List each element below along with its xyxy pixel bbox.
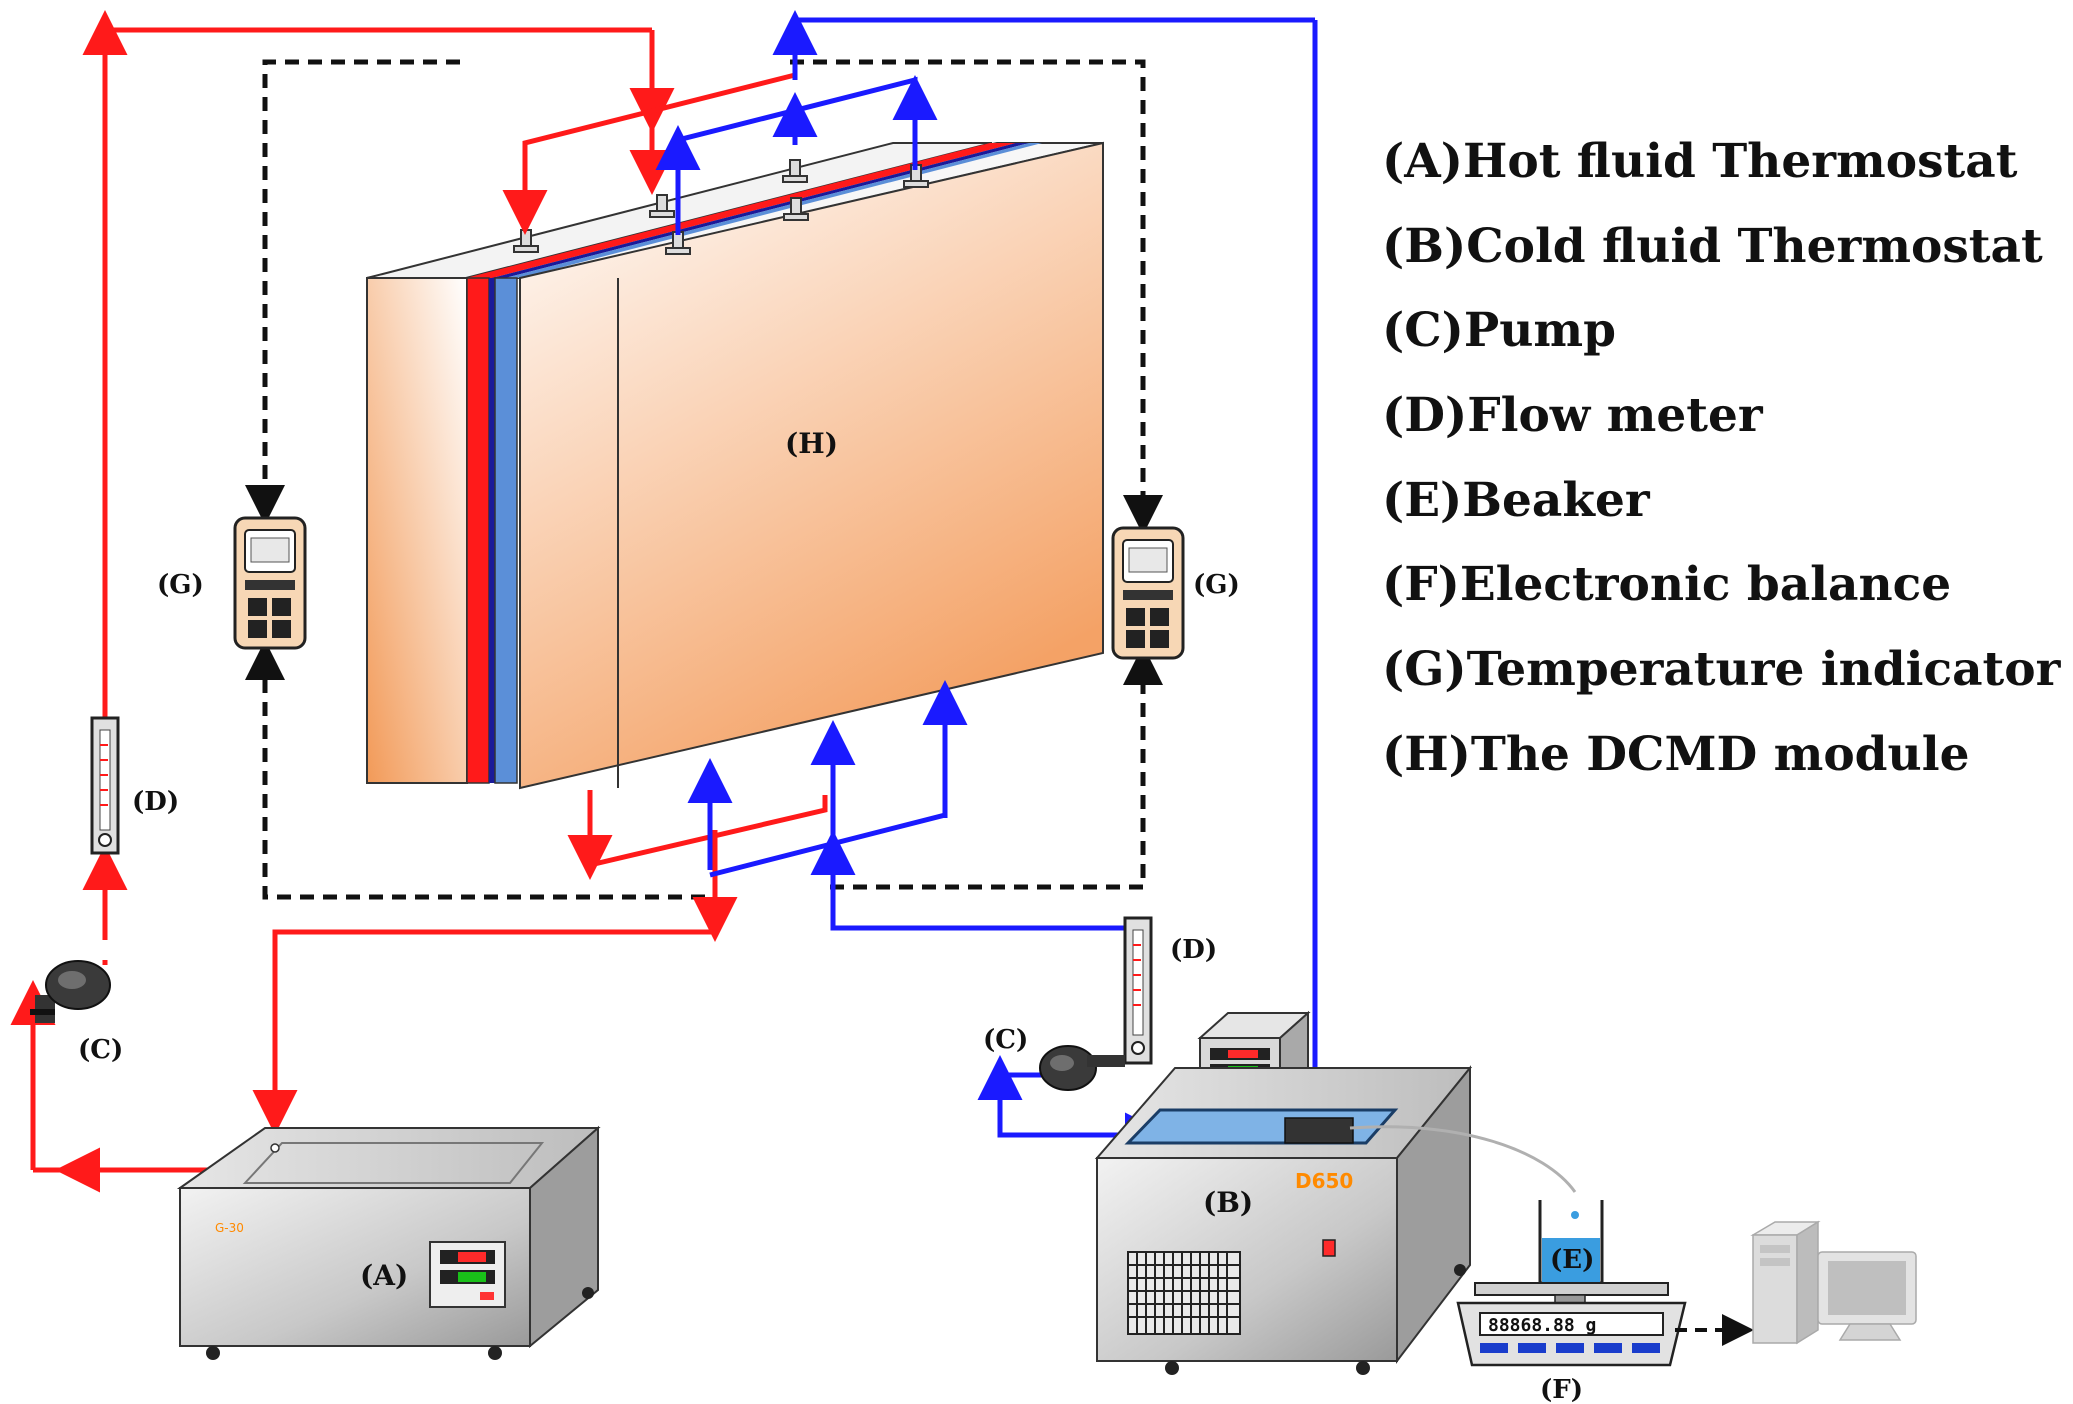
hot-thermostat: G-30 (A) [176,1125,601,1360]
legend-item-e: (E)Beaker [1382,473,1651,528]
flowmeter-right-label: (D) [1170,935,1217,965]
hot-loop [10,10,828,1193]
pump-left: (C) [30,960,123,1065]
legend-item-f: (F)Electronic balance [1382,557,1951,612]
pump-right: (C) [983,1025,1125,1091]
flowmeter-left: (D) [90,716,179,855]
legend: (A)Hot fluid Thermostat (B)Cold fluid Th… [1382,134,2062,782]
temperature-indicator-right: (G) [1111,526,1240,660]
pump-right-label: (C) [983,1025,1028,1055]
signal-lines [245,59,1163,900]
balance-label: (F) [1540,1375,1583,1404]
legend-item-a: (A)Hot fluid Thermostat [1382,134,2018,189]
cold-loop [655,10,1338,1158]
legend-item-h: (H)The DCMD module [1382,727,1969,782]
dcmd-module: (H) [366,141,1104,790]
indicator-left-label: (G) [157,570,204,600]
flowmeter-left-label: (D) [132,787,179,817]
signal-line-bottom-left [245,640,705,900]
legend-item-g: (G)Temperature indicator [1382,642,2062,697]
cold-thermostat: D650 (B) [1094,1010,1473,1375]
temperature-indicator-left: (G) [157,516,307,650]
balance-readout: 88868.88 g [1488,1315,1596,1336]
computer [1750,1220,1917,1345]
signal-line-bottom-right [830,645,1163,890]
hot-thermostat-model: G-30 [215,1221,244,1235]
indicator-right-label: (G) [1193,570,1240,600]
beaker-label: (E) [1550,1245,1594,1275]
legend-item-d: (D)Flow meter [1382,388,1764,443]
flowmeter-right: (D) [1123,916,1217,1065]
hot-thermostat-label: (A) [360,1259,408,1292]
beaker: (E) [1538,1200,1604,1285]
cold-thermostat-label: (B) [1203,1186,1253,1219]
signal-line-top-left [245,59,460,525]
pump-left-label: (C) [78,1035,123,1065]
module-label: (H) [785,427,838,460]
legend-item-b: (B)Cold fluid Thermostat [1382,219,2043,274]
cold-thermostat-model: D650 [1295,1169,1353,1193]
overflow-tube [1349,1125,1577,1193]
signal-line-top-right [790,59,1163,535]
legend-item-c: (C)Pump [1382,303,1616,358]
electronic-balance: 88868.88 g (F) [1456,1282,1687,1404]
